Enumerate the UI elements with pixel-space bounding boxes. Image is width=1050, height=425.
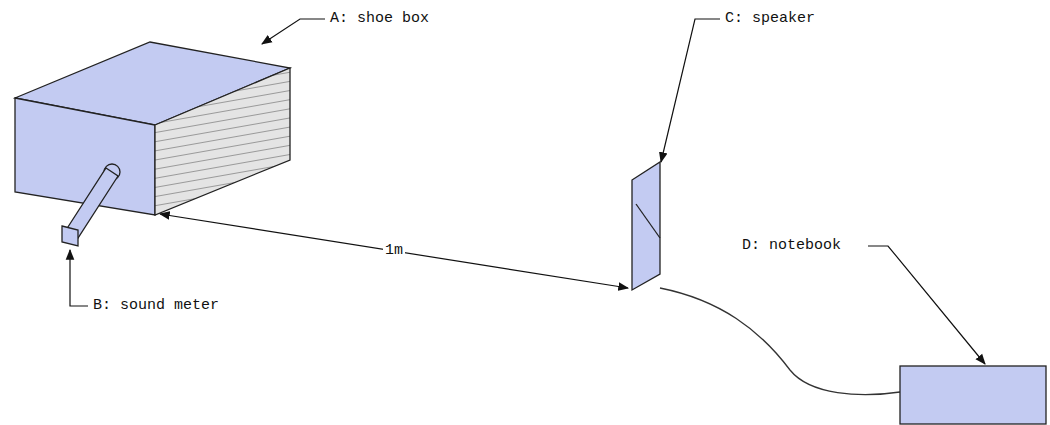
notebook bbox=[900, 366, 1046, 424]
part-label: D: notebook bbox=[740, 237, 843, 255]
speaker-cable bbox=[660, 288, 900, 395]
part-label: A: shoe box bbox=[328, 10, 431, 28]
part-label: B: sound meter bbox=[91, 297, 221, 315]
leader-lines bbox=[70, 19, 985, 364]
dimension-line bbox=[160, 214, 628, 288]
sound-meter bbox=[62, 168, 118, 246]
dimension-label: 1m bbox=[383, 242, 405, 260]
part-label: C: speaker bbox=[723, 10, 817, 28]
shoe-box bbox=[15, 42, 290, 215]
speaker bbox=[632, 162, 660, 290]
